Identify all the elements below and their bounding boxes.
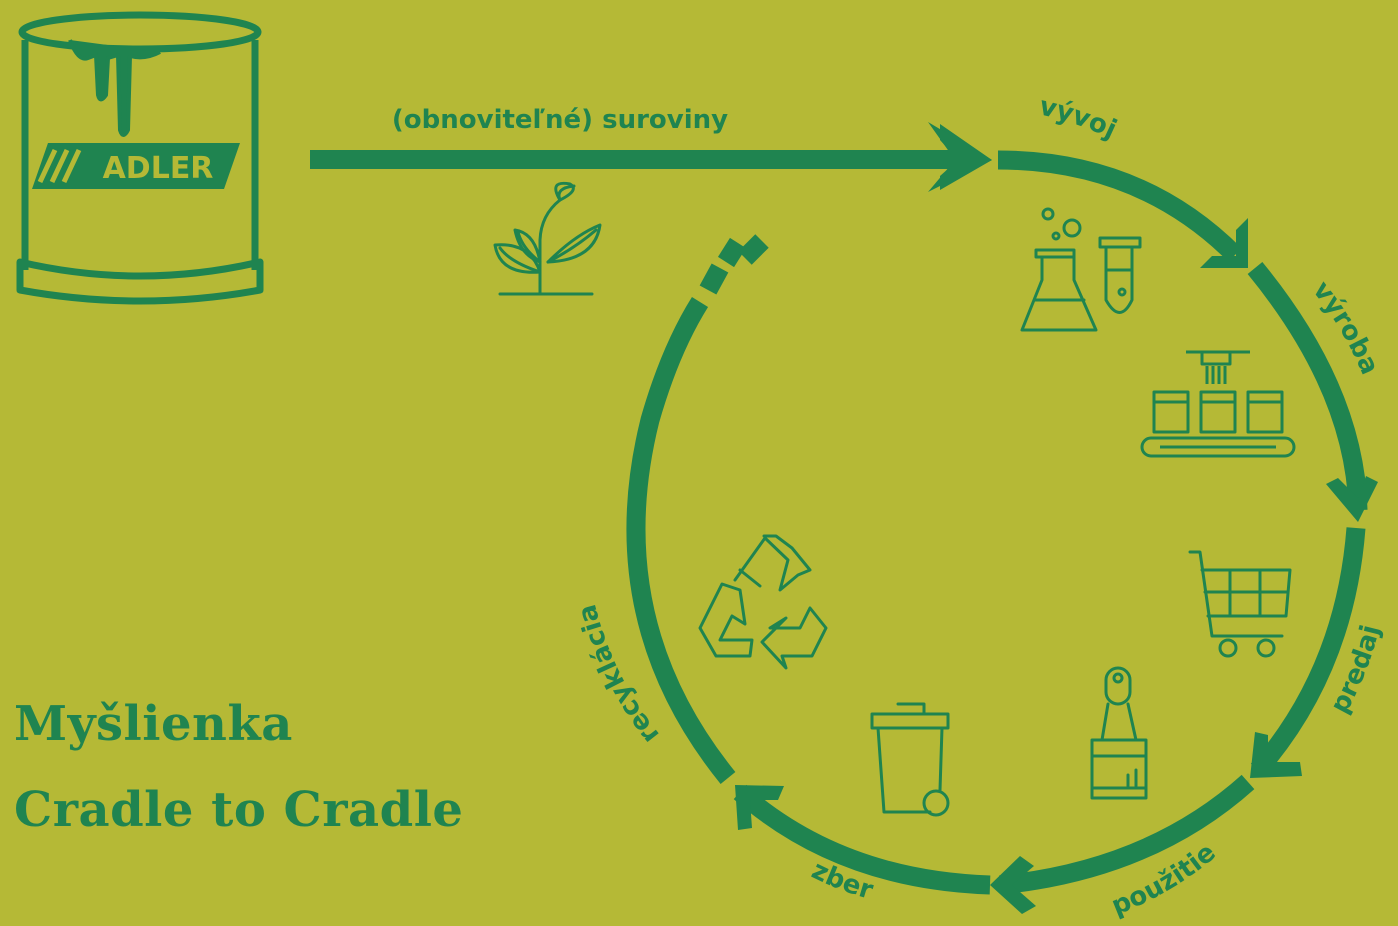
cycle-arrowheads: [735, 218, 1378, 914]
plant-icon: [493, 181, 602, 296]
lab-flask-icon: [1020, 207, 1142, 332]
title-line-2: Cradle to Cradle: [14, 782, 464, 838]
waste-bin-icon: [870, 702, 950, 817]
raw-materials-arrow: [310, 122, 992, 192]
shopping-cart-icon: [1188, 550, 1292, 658]
logo-text: ADLER: [103, 151, 214, 186]
arrowhead-vyroba: [1200, 218, 1248, 268]
raw-materials-label: (obnoviteľné) suroviny: [392, 105, 728, 135]
arc-vyroba-predaj: [1247, 261, 1368, 511]
arc-predaj-pouzitie: [1250, 527, 1366, 777]
adler-paint-can-logo: ADLER: [16, 11, 264, 305]
arrowhead-predaj: [1326, 476, 1378, 522]
recycle-icon: [698, 534, 828, 670]
cycle-ring: [626, 150, 1368, 895]
arc-dash-1: [699, 263, 729, 295]
production-line-icon: [1140, 350, 1296, 458]
arrowhead-pouzitie: [1250, 732, 1302, 778]
arrowhead-zber: [990, 856, 1036, 914]
paintbrush-icon: [1090, 666, 1148, 800]
arc-dash-2: [717, 237, 747, 268]
arc-vyvoj-vyroba: [997, 150, 1242, 262]
arc-recyklacia: [626, 296, 736, 784]
title-line-1: Myšlienka: [14, 696, 293, 752]
arc-pouzitie-zber: [999, 774, 1255, 895]
arc-dash-3: [738, 234, 769, 265]
arrowhead-recyklacia: [735, 785, 784, 830]
step-label-vyvoj: vývoj: [1036, 92, 1121, 146]
arc-zber-recyklacia: [733, 784, 991, 895]
